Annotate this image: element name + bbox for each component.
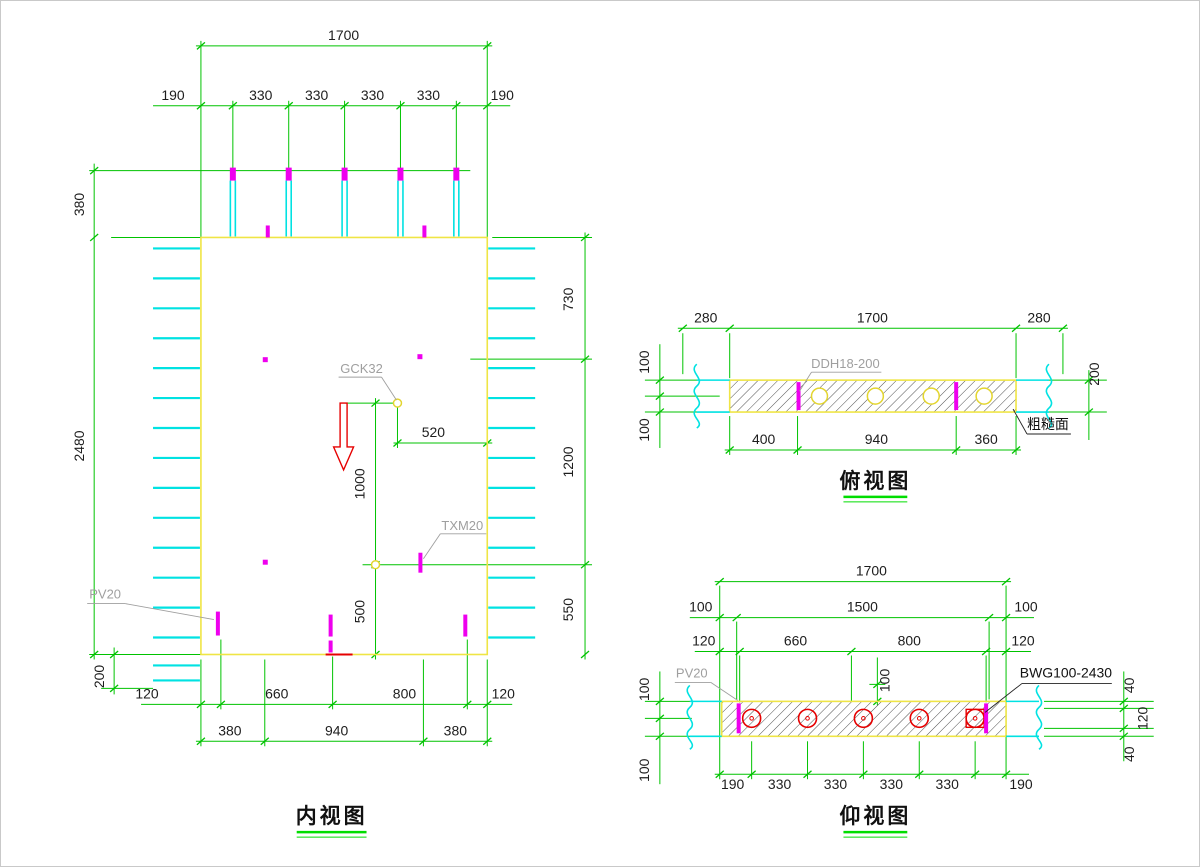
dim-bottom-seg: 940 [325,722,349,738]
break-lines-bottom [686,684,1043,750]
dimension-lines-bottom [644,581,1154,785]
label-gck32: GCK32 [340,361,383,376]
view-title-interior: 内视图 [296,804,368,828]
duct-holes-top [810,387,993,405]
anchor-markers-interior [215,167,468,653]
label-rough-surface: 粗糙面 [1027,416,1069,432]
dim-bottom-seg: 120 [492,685,516,701]
dim-bottom-seg: 660 [265,685,289,701]
dim-left: 100 [636,350,652,374]
dim-right-seg: 550 [560,598,576,622]
dim-inner-v2: 500 [352,600,368,624]
hatch-marks-interior [151,180,537,682]
anchor-point-txm [370,559,381,570]
dim-bottom-row: 940 [865,431,889,447]
anchor-point-gck [392,398,403,408]
leader-lines-interior [87,376,487,621]
anchor-markers-bottom [736,703,989,734]
dim-bottom-row: 400 [752,431,776,447]
soffit-section-hatch [721,701,1007,737]
soffit-section-outline [720,700,1007,738]
dim-top-seg: 190 [491,87,515,103]
slab-section-outline [728,379,1017,413]
dim-bottom-row: 330 [768,776,792,792]
dim-bottom-row: 190 [721,776,745,792]
dim-left: 100 [636,418,652,442]
anchor-markers-top [796,382,959,411]
dim-bottom-seg: 120 [135,685,159,701]
label-ddh18-200: DDH18-200 [811,356,879,371]
title-underline-interior [296,830,367,838]
dim-top-seg: 190 [161,87,185,103]
dim-right: 120 [1135,706,1151,730]
dim-top-seg: 330 [361,87,385,103]
dim-top-seg: 330 [305,87,329,103]
view-title-top: 俯视图 [839,469,911,493]
wall-panel-outline [200,236,489,656]
dim-left: 100 [636,678,652,702]
dim-bottom-row: 190 [1009,776,1033,792]
dim-top-seg: 330 [249,87,273,103]
dim-row3: 800 [898,633,922,649]
dim-left-offset: 380 [71,193,87,217]
dim-top-row: 1700 [857,309,888,325]
leader-bwg [984,682,1112,713]
dim-row3: 120 [692,633,716,649]
dim-left-total: 2480 [71,430,87,461]
dimension-ticks-interior [89,41,590,746]
dim-bottom-left: 200 [91,665,107,689]
dim-right-seg: 1200 [560,446,576,477]
title-underline-top [843,495,908,503]
label-bwg100-2430: BWG100-2430 [1020,664,1113,680]
label-pv20-bottom: PV20 [676,665,708,680]
dim-left: 100 [636,758,652,782]
dim-bottom-row: 330 [824,776,848,792]
dim-right: 200 [1086,362,1102,386]
view-interior: 1700 190 330 330 330 330 190 380 2480 73… [71,27,593,838]
dimension-lines-interior [89,40,593,747]
dim-top-row: 280 [694,309,718,325]
view-bottom: 1700 100 1500 100 120 660 800 120 100 10… [636,563,1154,838]
duct-holes-bottom [741,708,985,729]
load-direction-arrow [325,402,355,656]
dim-bottom-seg: 380 [218,722,242,738]
dim-bottom-row: 330 [936,776,960,792]
leader-rough-surface [1012,408,1071,435]
break-lines-top [693,363,1053,429]
dim-bottom-row: 330 [880,776,904,792]
dim-top-row: 280 [1027,309,1051,325]
dim-row2: 1500 [847,599,878,615]
label-txm20: TXM20 [441,518,483,533]
dim-bottom-row: 360 [974,431,998,447]
dim-row2: 100 [689,599,713,615]
dim-row3: 660 [784,633,808,649]
dim-bottom-seg: 380 [444,722,468,738]
dim-top-seg: 330 [417,87,441,103]
dim-row3: 120 [1011,633,1035,649]
dim-mid-v: 100 [876,669,892,693]
dim-inner-v1: 1000 [352,468,368,499]
dim-right: 40 [1121,677,1137,693]
dim-top-total: 1700 [328,27,359,43]
dim-right-seg: 730 [560,287,576,311]
view-top: 280 1700 280 100 100 200 400 940 360 DDH… [636,309,1107,503]
leader-ddh [799,371,882,392]
dim-right: 40 [1121,746,1137,762]
dim-total: 1700 [856,563,887,579]
dim-bottom-seg: 800 [393,685,417,701]
leader-pv20-bottom [674,681,738,701]
label-pv20-interior: PV20 [89,587,121,602]
dim-inner-h: 520 [422,424,446,440]
view-title-bottom: 仰视图 [839,804,911,828]
title-underline-bottom [843,830,908,838]
dim-row2: 100 [1014,599,1038,615]
